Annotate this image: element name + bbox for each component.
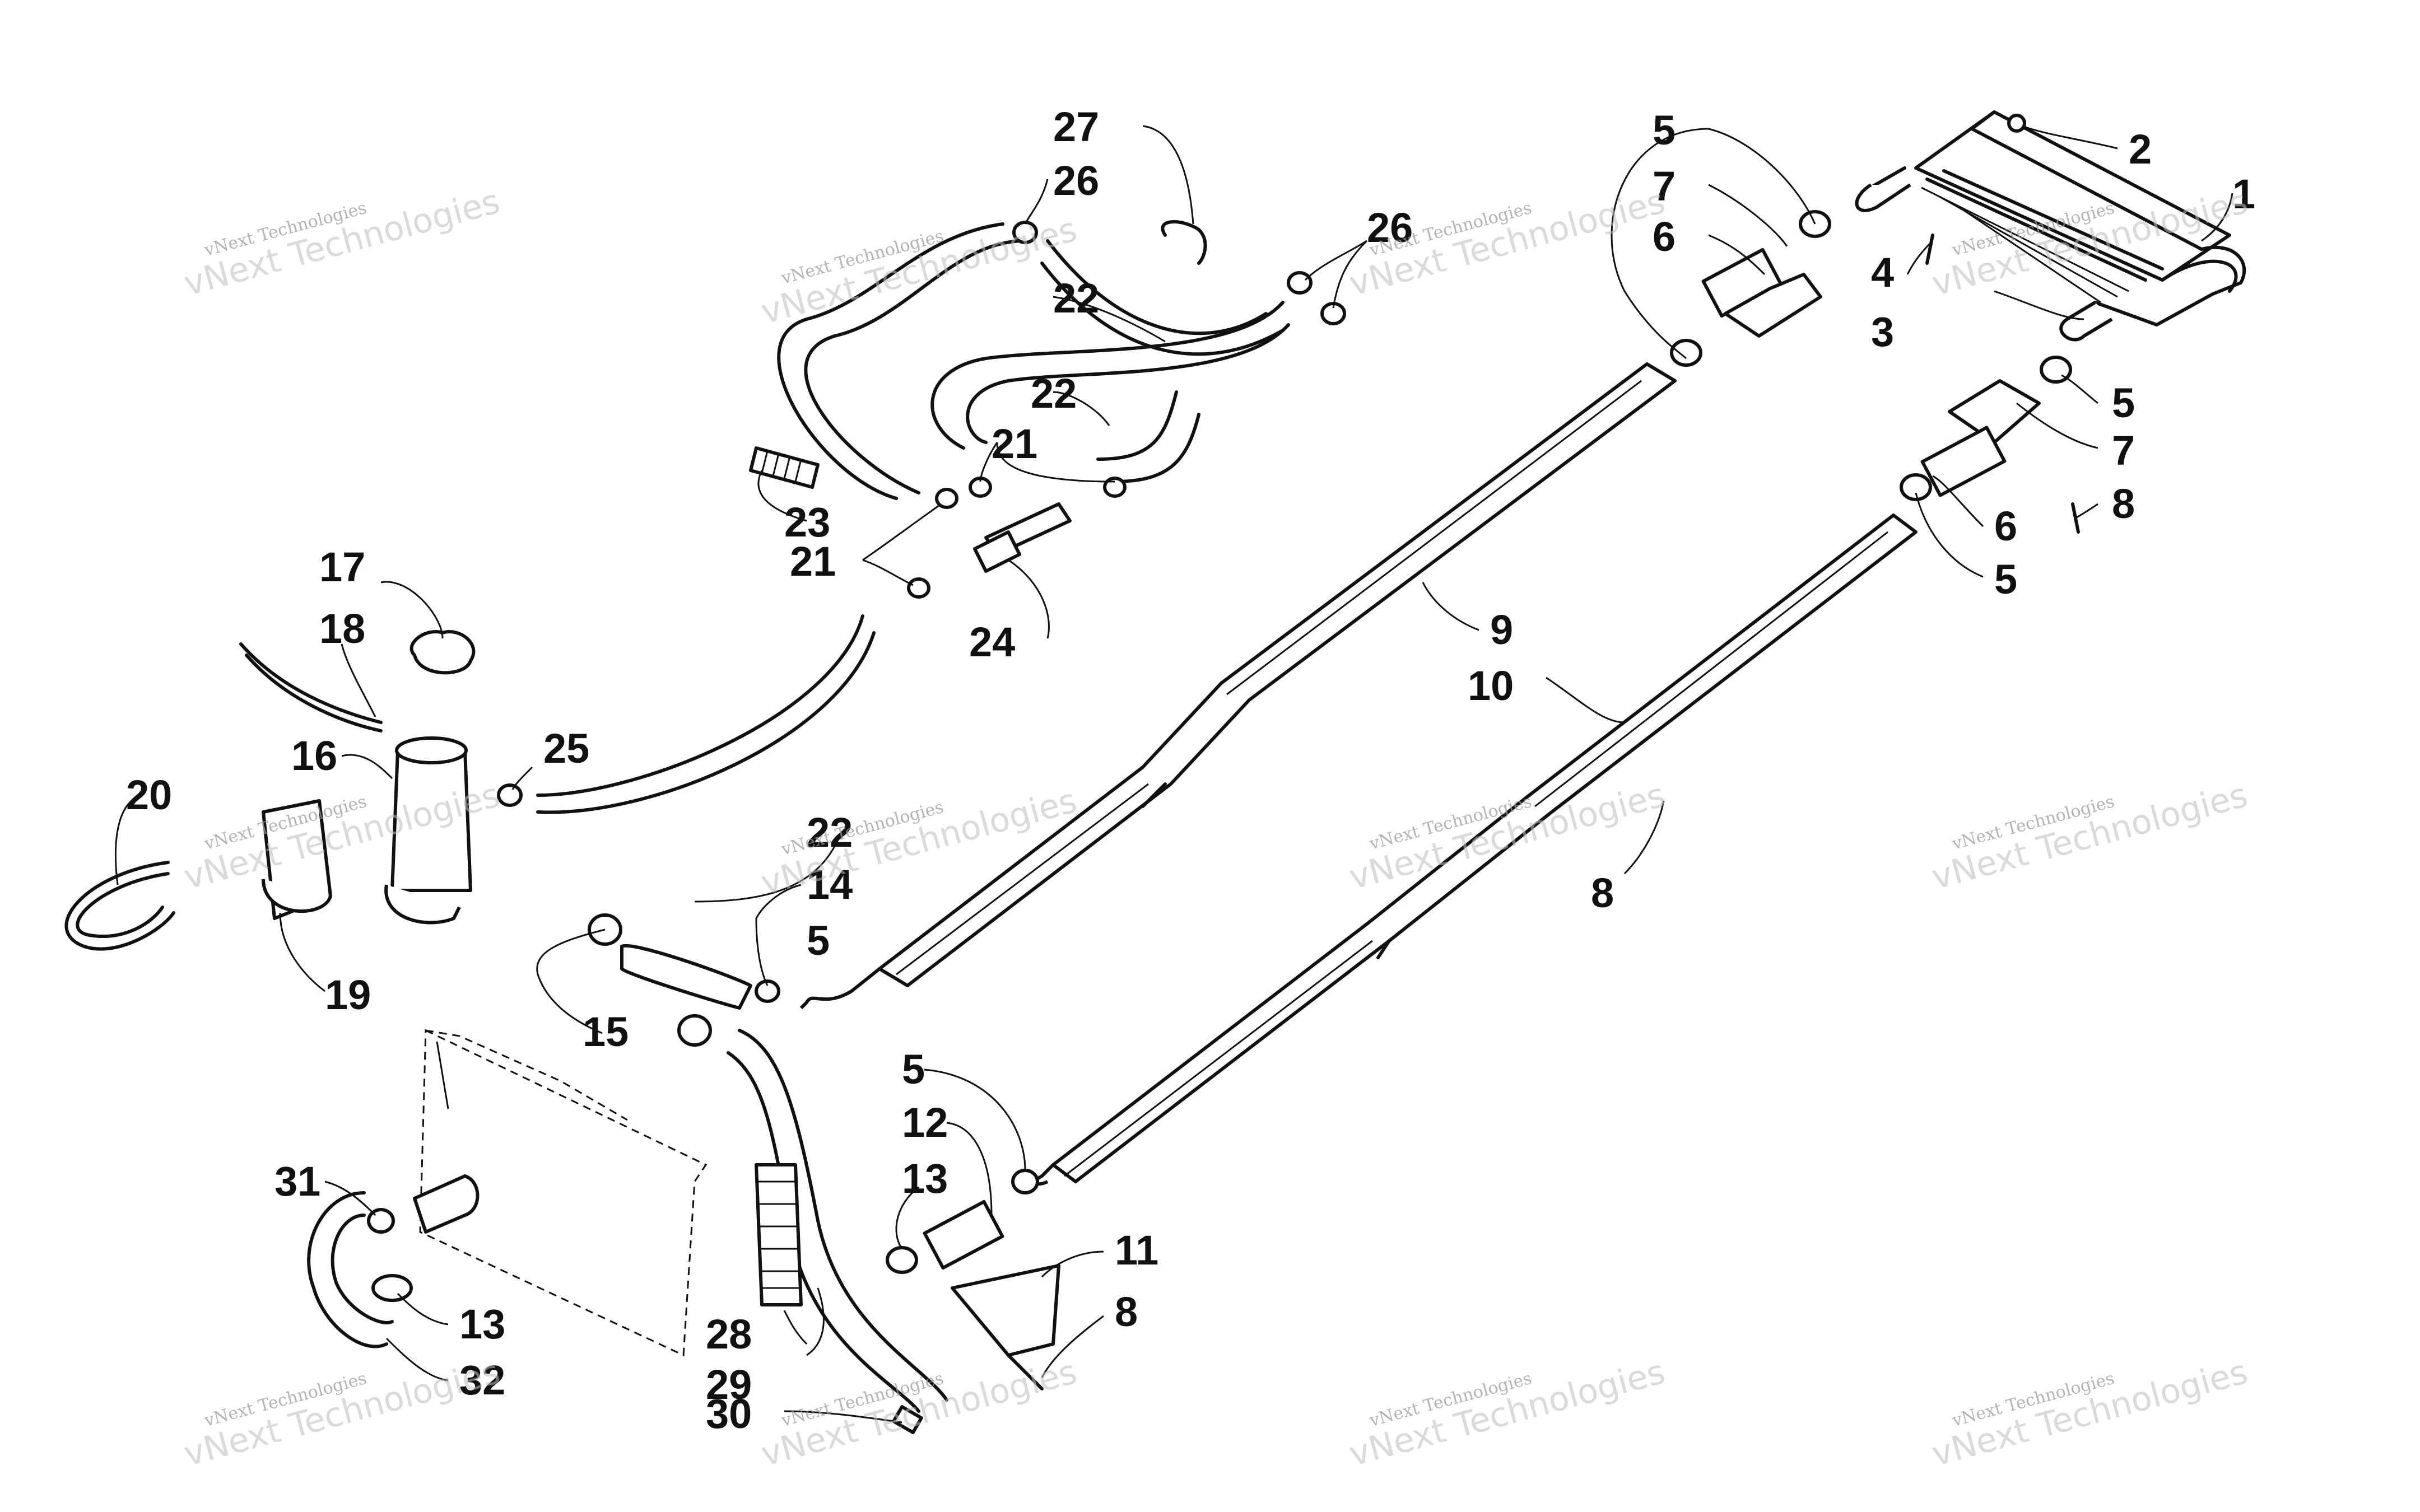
lower-coupling-set — [1900, 356, 2080, 534]
callout-5-lower-right: 5 — [1994, 556, 2017, 603]
callout-12: 12 — [902, 1099, 948, 1146]
clamp-25 — [497, 783, 523, 807]
callout-7: 7 — [1653, 163, 1676, 209]
return-hose-22 — [536, 614, 876, 814]
leader-lines — [115, 125, 2233, 1424]
callout-19: 19 — [325, 972, 371, 1018]
reservoir-bottle-16 — [384, 736, 472, 925]
callout-2: 2 — [2129, 126, 2152, 172]
clamp-5-lower — [755, 979, 1039, 1194]
spring-sleeve-23 — [749, 446, 820, 489]
hose-clip-27 — [1161, 220, 1207, 265]
callout-10: 10 — [1468, 662, 1514, 709]
spring-sleeve-28 — [755, 1163, 803, 1306]
callout-8-rail: 8 — [1591, 870, 1614, 916]
callout-8: 8 — [2112, 480, 2135, 527]
callout-22-mid: 22 — [1031, 370, 1077, 417]
filler-cap-17 — [409, 630, 476, 675]
inlet-elbow — [413, 1174, 480, 1234]
callout-6-right: 6 — [1994, 503, 2017, 549]
callout-23: 23 — [784, 499, 830, 545]
callout-13: 13 — [902, 1155, 948, 1202]
callout-31: 31 — [274, 1158, 320, 1205]
callout-22-lower: 22 — [807, 809, 853, 856]
engine-outline — [419, 1029, 708, 1357]
callout-26-right: 26 — [1367, 204, 1413, 251]
callout-29: 29 — [706, 1361, 752, 1408]
mount-bracket-19 — [262, 799, 332, 920]
callout-30: 30 — [706, 1390, 752, 1437]
fastener-4 — [1925, 234, 1934, 265]
callout-5-lower: 5 — [807, 917, 830, 964]
callout-5-bottom: 5 — [902, 1046, 925, 1093]
clamp-26-set — [1012, 221, 1346, 325]
overflow-tube-18 — [239, 642, 383, 732]
callout-5-right: 5 — [2112, 380, 2135, 426]
cooler-rail-9 — [799, 362, 1677, 1010]
retaining-strap-20 — [64, 861, 175, 951]
callout-28: 28 — [706, 1311, 752, 1357]
callout-13-left: 13 — [459, 1301, 505, 1347]
callout-32: 32 — [459, 1357, 505, 1403]
clamp-31-13 — [367, 1208, 413, 1302]
callout-6: 6 — [1653, 213, 1676, 260]
callout-24: 24 — [969, 619, 1015, 665]
callout-7-right: 7 — [2112, 427, 2135, 474]
callout-3: 3 — [1871, 309, 1894, 355]
callout-1: 1 — [2232, 171, 2255, 217]
callout-labels: 1 2 3 4 5 7 6 5 7 8 6 5 9 10 8 27 26 26 … — [126, 104, 2255, 1437]
callout-16: 16 — [291, 732, 337, 779]
callout-27: 27 — [1053, 104, 1099, 150]
callout-5: 5 — [1653, 107, 1676, 153]
callout-17: 17 — [319, 544, 365, 590]
bypass-hose-22-upper — [777, 222, 1285, 500]
callout-18: 18 — [319, 605, 365, 652]
clamp-21-set — [907, 477, 1127, 599]
callout-26: 26 — [1053, 157, 1099, 204]
callout-4: 4 — [1871, 249, 1894, 296]
t-fitting-24 — [973, 502, 1072, 573]
cooler-rail-10 — [1034, 514, 1918, 1186]
callout-22: 22 — [1053, 275, 1099, 321]
callout-9: 9 — [1490, 606, 1513, 653]
callout-8-bottom: 8 — [1115, 1289, 1138, 1335]
callout-15: 15 — [583, 1009, 629, 1055]
outlet-hose-14 — [620, 944, 752, 1010]
heater-hose-32 — [307, 1191, 394, 1348]
coupling-12-13 — [886, 1200, 1004, 1274]
callout-11: 11 — [1115, 1227, 1158, 1273]
upper-coupling-set — [1670, 210, 1831, 367]
drain-plug-30 — [892, 1405, 923, 1434]
callout-20: 20 — [126, 772, 172, 818]
heat-exchanger-assembly — [1855, 110, 2246, 342]
guard-bracket-11 — [951, 1264, 1060, 1390]
bypass-hose-22-right — [930, 301, 1290, 483]
callout-21: 21 — [992, 421, 1037, 467]
callout-14: 14 — [807, 861, 853, 908]
callout-21-left: 21 — [790, 538, 836, 585]
callout-25: 25 — [543, 725, 589, 772]
